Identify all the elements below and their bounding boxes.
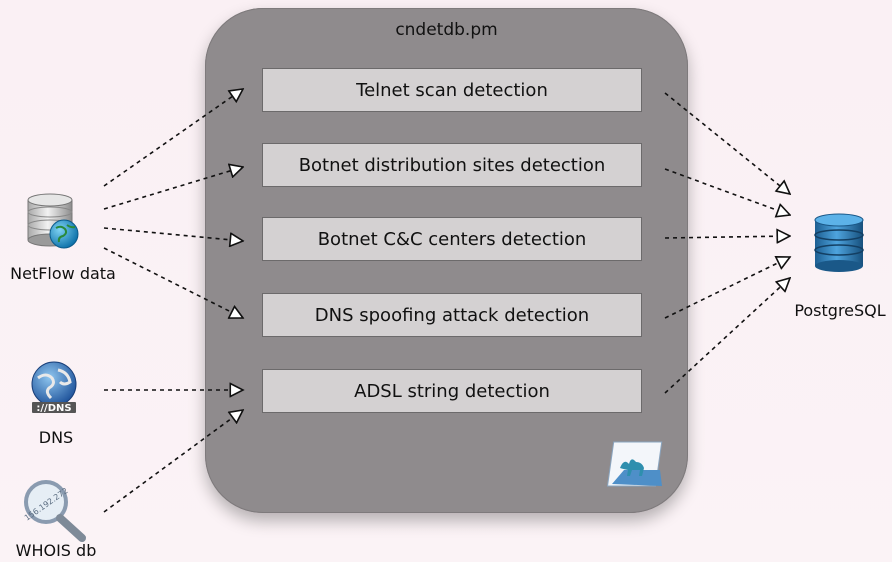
netflow-label: NetFlow data <box>10 264 116 283</box>
dns-globe-icon: ://DNS <box>31 361 77 414</box>
stage-dns-spoofing: DNS spoofing attack detection <box>262 293 642 337</box>
stage-botnet-distribution: Botnet distribution sites detection <box>262 143 642 187</box>
whois-label: WHOIS db <box>16 541 97 560</box>
arrow-cc-to-postgres <box>664 236 790 238</box>
arrow-adsl-to-postgres <box>664 278 790 394</box>
database-icon <box>814 213 864 272</box>
perl-module-icon <box>606 441 663 487</box>
arrow-telnet-to-postgres <box>664 92 790 194</box>
arrow-whois-to-adsl <box>103 410 243 513</box>
dns-badge: ://DNS <box>36 403 71 414</box>
arrow-dns-spoofing-to-postgres <box>664 257 790 319</box>
arrow-netflow-to-distribution <box>103 167 243 210</box>
database-globe-icon <box>27 193 79 249</box>
postgres-label: PostgreSQL <box>794 301 885 320</box>
arrow-netflow-to-dns-spoofing <box>103 247 243 318</box>
arrow-netflow-to-cc <box>103 227 243 241</box>
magnifier-icon: 156.192.272 <box>23 480 86 542</box>
stage-telnet-scan: Telnet scan detection <box>262 68 642 112</box>
stage-adsl-string: ADSL string detection <box>262 369 642 413</box>
arrow-netflow-to-telnet <box>103 89 243 187</box>
dns-label: DNS <box>39 428 73 447</box>
module-title: cndetdb.pm <box>395 20 498 40</box>
stage-botnet-cc: Botnet C&C centers detection <box>262 217 642 261</box>
arrow-distribution-to-postgres <box>664 168 790 215</box>
